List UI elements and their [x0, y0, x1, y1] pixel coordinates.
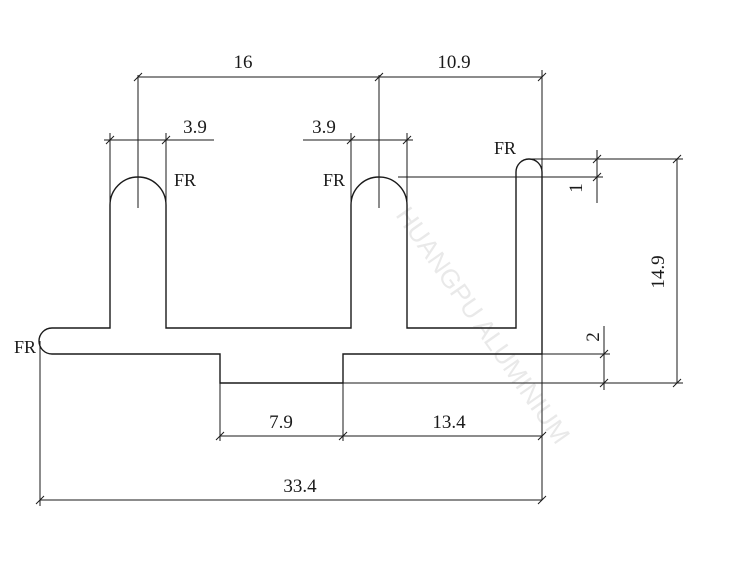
profile-outline — [38, 158, 543, 384]
tick-379 — [374, 72, 384, 82]
fr-label-right-lip: FR — [494, 138, 516, 158]
tick-step-top — [599, 349, 609, 359]
watermark-text: HUANGPU ALUMINIUM — [390, 201, 576, 449]
tick-351 — [346, 135, 356, 145]
tick-step-bottom — [599, 378, 609, 388]
watermark: HUANGPU ALUMINIUM — [390, 201, 576, 449]
tick-542 — [537, 72, 547, 82]
fr-label-middle-slot: FR — [323, 170, 345, 190]
tick-height-top — [672, 154, 682, 164]
dim-bottom-left-label: 7.9 — [269, 412, 293, 433]
tick-166 — [161, 135, 171, 145]
tick-138 — [133, 72, 143, 82]
tick-407 — [402, 135, 412, 145]
tick-lip-top — [592, 154, 602, 164]
dim-left-slot: 3.9 — [104, 117, 214, 205]
dim-top-right-label: 10.9 — [437, 52, 470, 73]
tick-overall-right — [537, 495, 547, 505]
tick-height-bottom — [672, 378, 682, 388]
dim-bottom-right-label: 13.4 — [432, 412, 466, 433]
dim-top-left-label: 16 — [234, 52, 253, 73]
tick-220 — [215, 431, 225, 441]
dim-overall-label: 33.4 — [283, 476, 317, 497]
tick-110 — [105, 135, 115, 145]
tick-343 — [338, 431, 348, 441]
tick-lip-inner — [592, 172, 602, 182]
tick-overall-left — [35, 495, 45, 505]
tick-542-bottom — [537, 431, 547, 441]
dim-right: 1 2 14.9 — [343, 150, 683, 390]
dim-middle-slot: 3.9 — [303, 117, 413, 205]
fr-label-left-end: FR — [14, 337, 36, 357]
fr-label-left-slot: FR — [174, 170, 196, 190]
dim-lip-label: 1 — [566, 183, 587, 193]
dim-step-label: 2 — [583, 332, 604, 342]
dim-top: 16 10.9 — [133, 52, 547, 500]
dim-height-label: 14.9 — [648, 255, 669, 288]
dim-left-slot-label: 3.9 — [183, 117, 207, 138]
dim-middle-slot-label: 3.9 — [312, 117, 336, 138]
dim-bottom: 7.9 13.4 33.4 — [35, 341, 547, 506]
